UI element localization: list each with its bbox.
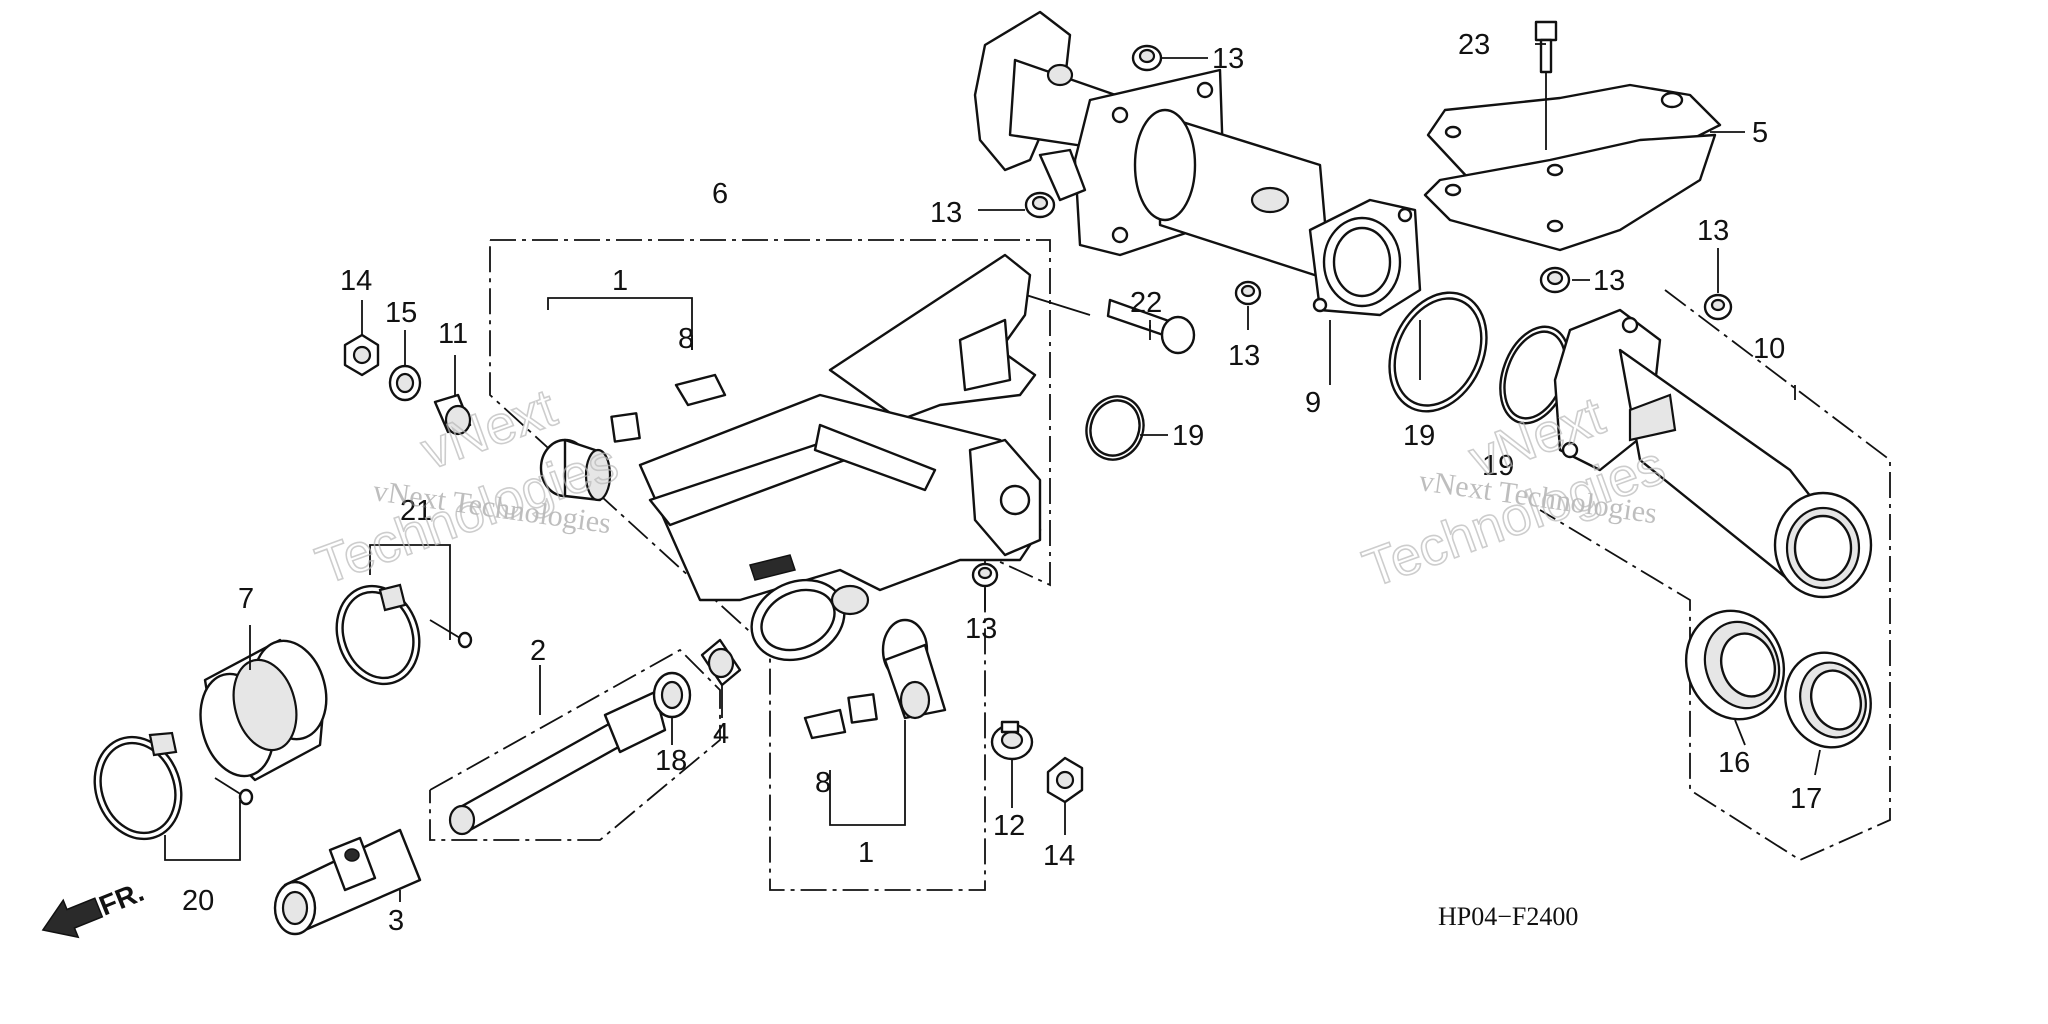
part-2-drive-shaft	[448, 690, 667, 836]
part-3-universal-joint	[273, 828, 422, 936]
callout-19: 19	[1172, 420, 1204, 452]
callout-numbers: 1 1 2 3 4 5 6 7 8 8 9 10 11 12 13 13 13 …	[182, 29, 1822, 937]
front-direction-arrow: FR.	[41, 876, 148, 939]
callout-10: 10	[1753, 333, 1785, 365]
callout-17: 17	[1790, 783, 1822, 815]
part-18-ring	[652, 671, 692, 719]
callout-8: 8	[815, 767, 831, 799]
part-bushing-lower	[881, 618, 947, 720]
callout-13: 13	[1212, 43, 1244, 75]
group-bracket-2	[429, 648, 721, 841]
part-9-axle-housing	[973, 10, 1422, 317]
part-20-clamp-band	[93, 731, 183, 841]
callout-13: 13	[1228, 340, 1260, 372]
callout-11: 11	[438, 318, 468, 350]
part-6-swingarm	[638, 253, 1042, 662]
part-21-screw	[429, 619, 473, 649]
part-7-boot	[199, 638, 328, 782]
callout-16: 16	[1718, 747, 1750, 779]
part-13-flange-nut	[1131, 44, 1163, 72]
callout-7: 7	[238, 583, 254, 615]
callout-12: 12	[993, 810, 1025, 842]
callout-1: 1	[858, 837, 874, 869]
callout-14: 14	[1043, 840, 1075, 872]
callout-2: 2	[530, 635, 546, 667]
part-20-screw	[214, 777, 254, 806]
part-5-bracket-plate	[1423, 83, 1722, 252]
callout-1: 1	[612, 265, 628, 297]
part-14-nut	[343, 333, 380, 377]
part-19-o-ring	[1393, 297, 1483, 407]
part-13-flange-nut	[971, 562, 999, 588]
callout-13: 13	[1697, 215, 1729, 247]
part-11-collar	[433, 393, 472, 436]
callout-21: 21	[400, 495, 432, 527]
part-8-label	[803, 708, 847, 740]
leader-lines	[164, 43, 1821, 902]
part-12-bolt	[990, 720, 1034, 761]
part-1-label	[610, 412, 641, 443]
part-13-flange-nut	[1539, 266, 1571, 294]
part-8-label	[674, 373, 727, 407]
part-4-spring	[700, 638, 742, 687]
part-21-clamp-band	[335, 583, 421, 686]
callout-8: 8	[678, 323, 694, 355]
callout-14: 14	[340, 265, 372, 297]
part-22-flange-bolt	[1009, 289, 1196, 355]
callout-15: 15	[385, 297, 417, 329]
callout-13: 13	[930, 197, 962, 229]
part-1-label	[847, 693, 878, 724]
part-bushing-upper	[539, 438, 612, 502]
callout-23: 23	[1458, 29, 1490, 61]
callout-19: 19	[1403, 420, 1435, 452]
group-bracket-10	[1539, 289, 1891, 862]
callout-18: 18	[655, 745, 687, 777]
part-13-flange-nut	[1703, 293, 1733, 321]
part-10-axle-tube	[1553, 308, 1873, 599]
part-23-bolt	[1534, 20, 1558, 150]
diagram-code: HP04−F2400	[1438, 902, 1578, 931]
callout-13: 13	[965, 613, 997, 645]
callout-4: 4	[713, 718, 729, 750]
group-bracket-1-lower	[829, 720, 906, 826]
callout-6: 6	[712, 178, 728, 210]
part-13-flange-nut	[1234, 280, 1262, 306]
part-13-flange-nut	[1024, 191, 1056, 219]
part-14-nut	[1046, 756, 1084, 804]
part-17-oil-seal	[1784, 651, 1872, 749]
front-label: FR.	[95, 876, 148, 922]
part-16-ball-bearing	[1684, 609, 1786, 721]
callout-9: 9	[1305, 387, 1321, 419]
watermark-left: vNext Technologies vNext Technologies	[308, 377, 626, 597]
callout-13: 13	[1593, 265, 1625, 297]
callout-5: 5	[1752, 117, 1768, 149]
group-bracket-1-upper	[547, 297, 693, 350]
callout-22: 22	[1130, 287, 1162, 319]
part-19-o-ring	[1089, 399, 1141, 457]
callout-20: 20	[182, 885, 214, 917]
part-15-washer	[388, 364, 422, 402]
callout-19: 19	[1482, 450, 1514, 482]
callout-3: 3	[388, 905, 404, 937]
